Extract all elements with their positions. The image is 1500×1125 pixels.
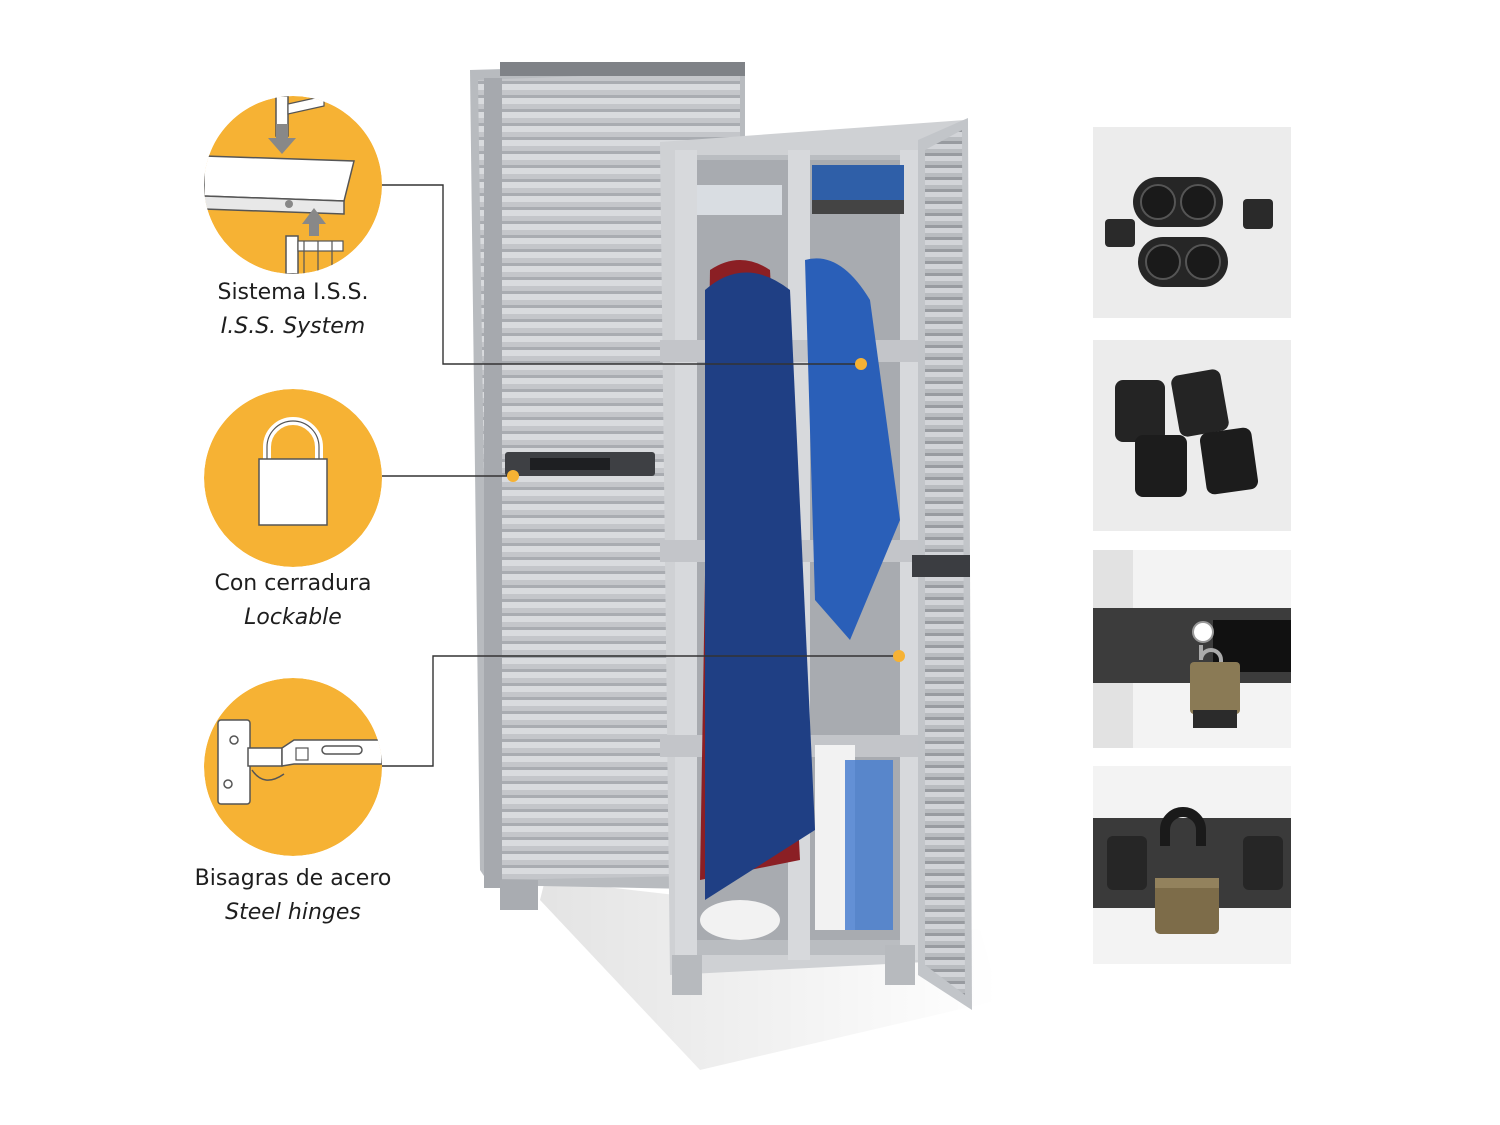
padlock-closed-photo: [1093, 766, 1291, 964]
feature-hinge-label-en: Steel hinges: [225, 900, 361, 925]
feature-hinge-circle: [204, 678, 382, 856]
feature-hinge-label: Bisagras de acero Steel hinges: [143, 862, 443, 930]
shelf-connector-icon: [204, 96, 382, 274]
feature-lock-circle: [204, 389, 382, 567]
open-cabinet: [660, 120, 965, 995]
marker-dot-hinge: [893, 650, 905, 662]
feature-iss-label: Sistema I.S.S. I.S.S. System: [143, 276, 443, 344]
tube-connector-photo: [1093, 340, 1291, 531]
padlock-icon: [204, 389, 382, 567]
feature-iss-circle: [204, 96, 382, 274]
marker-dot-iss: [855, 358, 867, 370]
feature-hinge-label-es: Bisagras de acero: [194, 866, 392, 891]
marker-dot-lock: [507, 470, 519, 482]
open-door: [912, 118, 972, 1010]
feature-lock-label: Con cerradura Lockable: [143, 567, 443, 635]
feature-iss-label-es: Sistema I.S.S.: [217, 280, 369, 305]
feature-iss-label-en: I.S.S. System: [220, 314, 366, 339]
feature-lock-label-es: Con cerradura: [214, 571, 372, 596]
double-connector-photo: [1093, 127, 1291, 318]
padlock-latch-photo: [1093, 550, 1291, 748]
hinge-icon: [204, 678, 382, 856]
feature-lock-label-en: Lockable: [244, 605, 342, 630]
